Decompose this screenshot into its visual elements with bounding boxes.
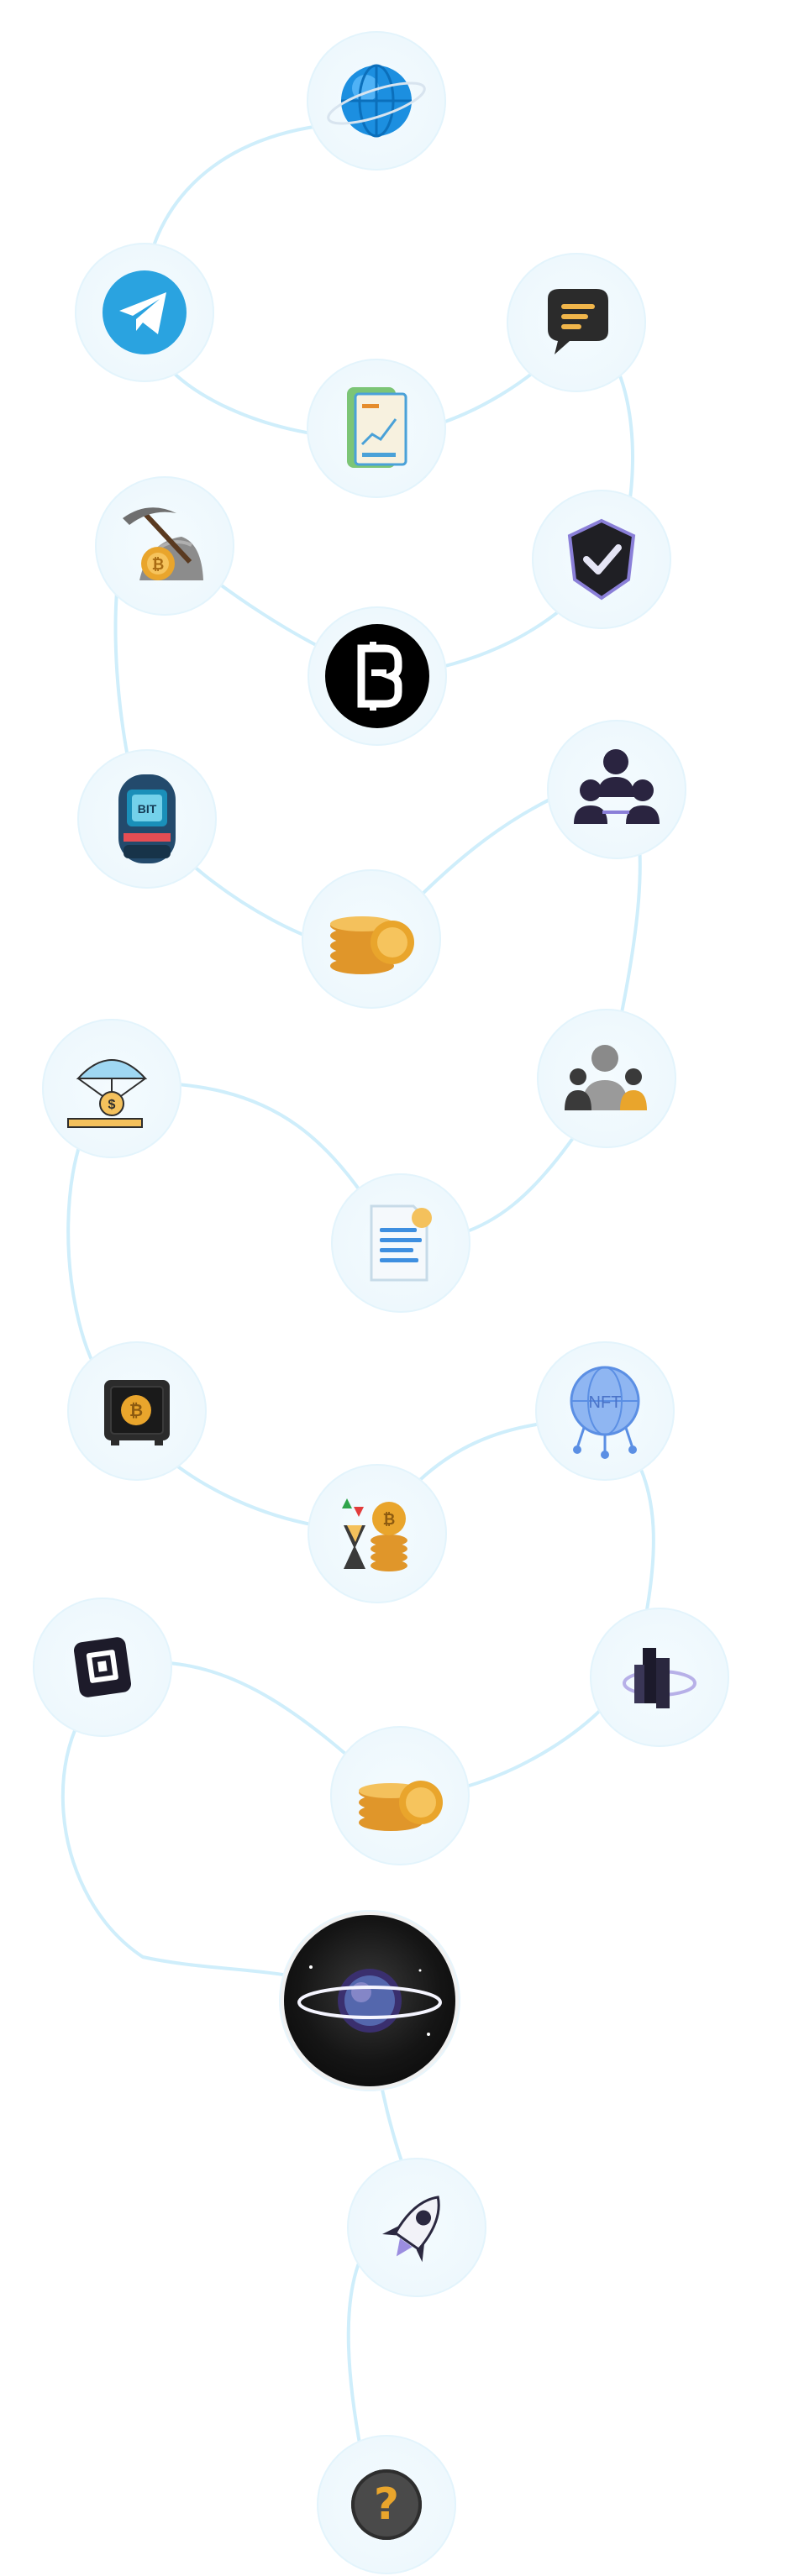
node-staking[interactable]: ₿ (308, 1464, 447, 1603)
b-coin-icon (325, 624, 429, 728)
svg-text:₿: ₿ (129, 1402, 143, 1420)
globe-icon (327, 64, 426, 138)
node-exchange[interactable] (590, 1608, 729, 1747)
pickaxe-mining-icon: ₿ (123, 507, 203, 580)
node-vault[interactable]: ₿ (67, 1341, 207, 1481)
planet-icon (297, 1965, 442, 2036)
exchange-building-icon (623, 1648, 696, 1708)
node-arcade[interactable]: BIT (77, 749, 217, 889)
question-mark-icon: ? (351, 2469, 422, 2540)
node-nft[interactable]: NFT (535, 1341, 675, 1481)
node-chat[interactable] (507, 253, 646, 392)
node-whitepaper[interactable] (331, 1173, 470, 1313)
node-referral[interactable] (537, 1009, 676, 1148)
node-airdrop[interactable]: $ (42, 1019, 181, 1158)
svg-text:BIT: BIT (138, 802, 157, 816)
node-pickaxe[interactable]: ₿ (95, 476, 234, 616)
nft-globe-icon: NFT (570, 1366, 640, 1459)
question-mark-text: ? (373, 2479, 400, 2530)
whitepaper-icon (370, 1204, 432, 1282)
svg-text:$: $ (108, 1098, 116, 1112)
chart-document-icon (347, 387, 407, 468)
svg-text:₿: ₿ (383, 1511, 396, 1528)
staking-hourglass-icon: ₿ (342, 1498, 407, 1571)
bitcoin-vault-icon: ₿ (104, 1380, 170, 1445)
svg-text:NFT: NFT (589, 1393, 622, 1412)
node-b-token[interactable] (308, 606, 447, 746)
node-coins[interactable] (302, 869, 441, 1009)
shield-check-icon (567, 518, 636, 601)
coin-stack-icon (330, 916, 414, 974)
node-shield[interactable] (532, 490, 671, 629)
svg-text:₿: ₿ (152, 556, 165, 573)
airdrop-icon: $ (67, 1059, 148, 1128)
coin-stack-icon (359, 1781, 443, 1831)
community-icon (574, 749, 660, 824)
node-mystery[interactable]: ? (317, 2435, 456, 2574)
node-coins-2[interactable] (330, 1726, 470, 1865)
referral-users-icon (565, 1045, 647, 1110)
chat-bubble-icon (548, 289, 608, 354)
cpu-chip-icon (74, 1637, 131, 1697)
node-community[interactable] (547, 720, 686, 859)
node-rocket[interactable] (347, 2158, 486, 2297)
node-globe[interactable] (307, 31, 446, 171)
node-planet[interactable] (284, 1915, 455, 2086)
rocket-icon (382, 2196, 440, 2263)
node-telegram[interactable] (75, 243, 214, 382)
node-chip[interactable] (33, 1598, 172, 1737)
node-chart-doc[interactable] (307, 359, 446, 498)
arcade-machine-icon: BIT (118, 774, 176, 863)
telegram-icon (103, 270, 187, 354)
